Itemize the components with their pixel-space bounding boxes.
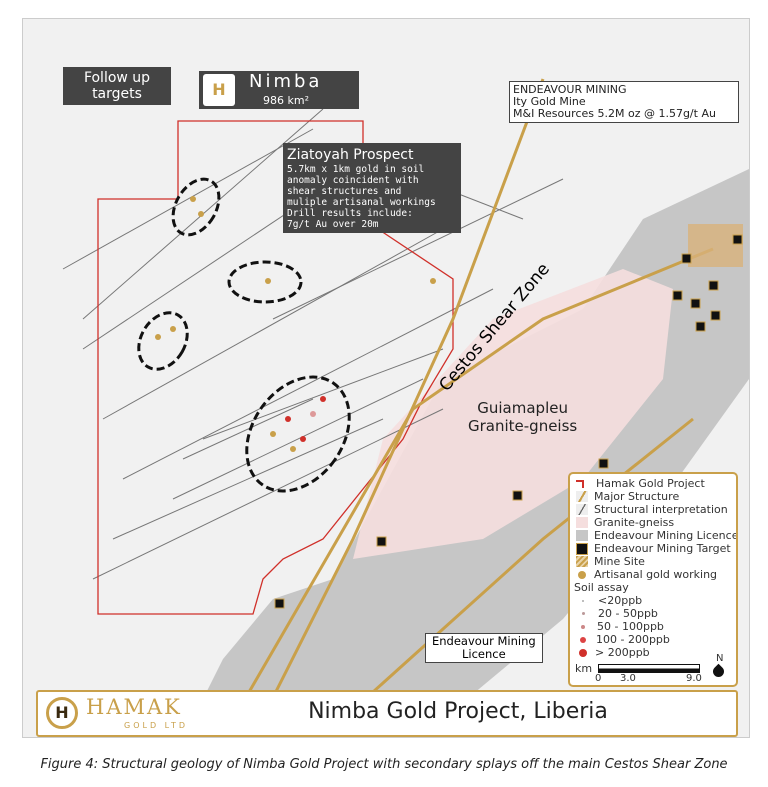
soil-item: > 200ppb	[570, 646, 736, 659]
soil-title: Soil assay	[574, 580, 629, 594]
soil-item: 50 - 100ppb	[570, 620, 736, 633]
logo-name: HAMAK	[86, 695, 182, 719]
legend-item: Structural interpretation	[570, 503, 736, 516]
nimba-box: H Nimba 986 km²	[199, 71, 359, 109]
endeavour-targets	[274, 234, 743, 609]
dot-icon	[582, 599, 584, 602]
followup-label: Follow up targets	[83, 70, 151, 102]
soil-label: <20ppb	[598, 593, 643, 607]
boundary-icon	[576, 479, 584, 488]
structure-line-icon	[576, 504, 588, 515]
scale-bar: km 0 3.0 9.0 N	[570, 653, 736, 685]
geology-map	[62, 78, 749, 737]
legend-item: Endeavour Mining Target	[570, 542, 736, 555]
hamak-logo: H HAMAK GOLD LTD	[46, 695, 216, 731]
legend-item: Artisanal gold working	[570, 568, 736, 581]
ziatoyah-line: Drill results include:	[287, 208, 413, 219]
ziatoyah-line: anomaly coincident with	[287, 175, 419, 186]
dot-icon	[579, 648, 587, 657]
scale-unit: km	[575, 662, 593, 675]
ziatoyah-line: shear structures and	[287, 186, 402, 197]
soil-item: 100 - 200ppb	[570, 633, 736, 646]
major-structure-icon	[576, 491, 588, 502]
legend-label: Mine Site	[594, 554, 645, 568]
ziatoyah-line: 5.7km x 1km gold in soil	[287, 164, 425, 175]
target-ellipses	[137, 177, 351, 493]
granite-label: Guiamapleu Granite-gneiss	[468, 399, 577, 435]
scale-bar-graphic	[598, 664, 700, 673]
ziatoyah-title: Ziatoyah Prospect	[287, 147, 414, 163]
hamak-project-boundary	[97, 120, 454, 615]
followup-targets-box: Follow up targets	[63, 67, 171, 105]
dot-icon	[582, 612, 585, 615]
soil-assay-points	[155, 196, 436, 452]
legend-item: Major Structure	[570, 490, 736, 503]
north-arrow-icon	[710, 663, 727, 680]
granite-label-2: Granite-gneiss	[468, 417, 578, 435]
soil-item: 20 - 50ppb	[570, 607, 736, 620]
legend-label: Structural interpretation	[594, 502, 728, 516]
scale-tick: 0	[595, 673, 602, 684]
soil-label: > 200ppb	[595, 645, 650, 659]
mine-site	[688, 224, 743, 267]
licence-label: Endeavour Mining Licence	[425, 633, 543, 663]
licence-label-2: Licence	[462, 647, 506, 661]
endeavour-line: M&I Resources 5.2M oz @ 1.57g/t Au	[513, 107, 716, 120]
legend-item: Hamak Gold Project	[570, 477, 736, 490]
licence-label-1: Endeavour Mining	[432, 634, 536, 648]
legend-item: Mine Site	[570, 555, 736, 568]
dot-icon	[581, 624, 585, 629]
legend-item: Endeavour Mining Licence	[570, 529, 736, 542]
legend-label: Hamak Gold Project	[596, 476, 705, 490]
dot-icon	[580, 636, 586, 643]
legend-label: Artisanal gold working	[594, 567, 718, 581]
scale-tick: 3.0	[620, 673, 636, 684]
endeavour-line: Ity Gold Mine	[513, 95, 586, 108]
figure-caption: Figure 4: Structural geology of Nimba Go…	[40, 757, 728, 772]
mine-site-icon	[576, 556, 588, 567]
legend: Hamak Gold Project Major Structure Struc…	[568, 472, 738, 687]
legend-label: Endeavour Mining Target	[594, 541, 731, 555]
soil-label: 20 - 50ppb	[598, 606, 658, 620]
scale-tick: 9.0	[686, 673, 702, 684]
licence-icon	[576, 530, 588, 541]
soil-label: 100 - 200ppb	[596, 632, 670, 646]
nimba-area: 986 km²	[263, 94, 309, 107]
granite-label-1: Guiamapleu	[477, 399, 568, 417]
hamak-logo-icon: H	[46, 697, 78, 729]
endeavour-title: ENDEAVOUR MINING	[513, 83, 627, 96]
soil-label: 50 - 100ppb	[597, 619, 664, 633]
title-bar: H HAMAK GOLD LTD Nimba Gold Project, Lib…	[36, 690, 738, 737]
legend-item: Granite-gneiss	[570, 516, 736, 529]
legend-label: Granite-gneiss	[594, 515, 675, 529]
nimba-logo-icon: H	[203, 74, 235, 106]
map-title: Nimba Gold Project, Liberia	[308, 699, 608, 724]
endeavour-box: ENDEAVOUR MINING Ity Gold Mine M&I Resou…	[509, 81, 739, 123]
major-structures	[221, 78, 714, 737]
logo-sub: GOLD LTD	[124, 721, 189, 730]
soil-item: <20ppb	[570, 594, 736, 607]
ziatoyah-line: 7g/t Au over 20m	[287, 219, 379, 230]
granite-icon	[576, 517, 588, 528]
granite-area	[353, 269, 673, 559]
target-icon	[576, 542, 588, 555]
ziatoyah-line: muliple artisanal workings	[287, 197, 436, 208]
legend-label: Major Structure	[594, 489, 680, 503]
nimba-name: Nimba	[249, 71, 323, 92]
north-label: N	[716, 653, 724, 664]
map-frame: Follow up targets H Nimba 986 km² Ziatoy…	[22, 18, 750, 738]
legend-label: Endeavour Mining Licence	[594, 528, 738, 542]
ziatoyah-box: Ziatoyah Prospect 5.7km x 1km gold in so…	[283, 143, 461, 233]
artisanal-icon	[578, 570, 586, 579]
